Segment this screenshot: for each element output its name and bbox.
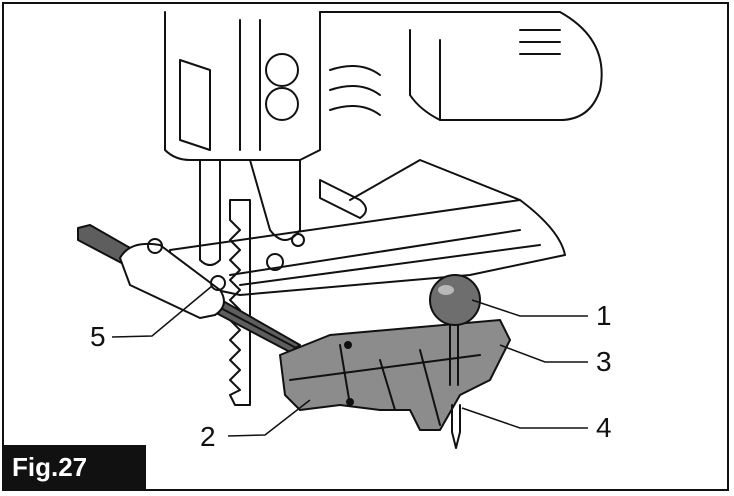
leader-line-3 — [499, 344, 588, 363]
leader-line-2 — [227, 399, 311, 437]
base-plate — [169, 199, 566, 296]
leader-line-5 — [111, 285, 213, 338]
circular-guide — [279, 319, 511, 431]
callout-4: 4 — [596, 412, 612, 443]
callout-3: 3 — [596, 346, 612, 377]
leader-line-4 — [461, 407, 588, 429]
callout-5: 5 — [90, 321, 106, 352]
jigsaw-body — [164, 11, 321, 161]
callout-1: 1 — [596, 300, 612, 331]
leader-line-1 — [471, 299, 588, 317]
saw-blade — [229, 199, 251, 406]
callout-2: 2 — [200, 421, 216, 452]
figure-label: Fig.27 — [4, 445, 146, 489]
